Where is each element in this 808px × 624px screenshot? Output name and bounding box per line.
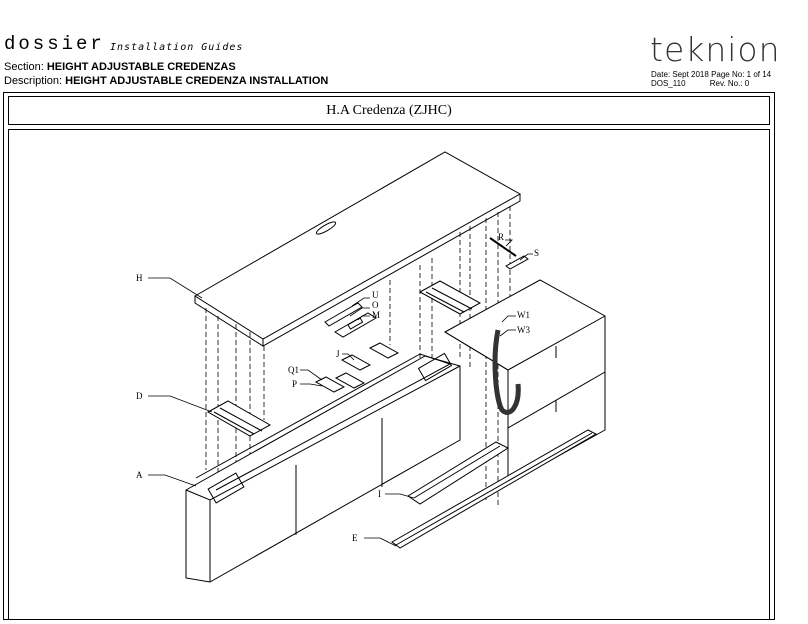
drawing-title-box: H.A Credenza (ZJHC): [8, 96, 770, 125]
callout-e: E: [352, 533, 358, 543]
drawing-area: [8, 129, 770, 619]
revision: Rev. No.: 0: [709, 79, 750, 88]
description-line: Description: HEIGHT ADJUSTABLE CREDENZA …: [4, 75, 328, 87]
drawing-title: H.A Credenza (ZJHC): [326, 102, 452, 118]
cable-chain: [492, 329, 521, 415]
cable-trough: [407, 441, 510, 505]
worksurface-top: [194, 151, 522, 347]
dossier-logo: dossier: [4, 33, 105, 55]
callout-h: H: [136, 273, 143, 283]
section-line: Section: HEIGHT ADJUSTABLE CREDENZAS: [4, 61, 236, 73]
bracket-left: [206, 400, 272, 437]
callout-d: D: [136, 391, 143, 401]
outer-frame: [3, 92, 775, 620]
description-label: Description:: [4, 75, 63, 87]
callout-o: O: [372, 300, 379, 310]
callout-j: J: [336, 349, 340, 359]
section-label: Section:: [4, 61, 44, 73]
callout-w1: W1: [517, 310, 530, 320]
callout-q1: Q1: [288, 365, 299, 375]
doc-date: Date: Sept 2018: [651, 70, 709, 79]
callout-w3: W3: [517, 325, 530, 335]
doc-code: DOS_110: [651, 79, 686, 88]
callout-r: R: [498, 232, 504, 242]
pedestal: [443, 279, 606, 485]
leader-lines: [148, 239, 533, 547]
credenza-body: [185, 352, 461, 583]
teknion-logo: teknion: [650, 30, 781, 69]
meta-row-2: DOS_110 Rev. No.: 0: [651, 79, 749, 88]
callout-m: M: [372, 310, 380, 320]
callout-p: P: [292, 379, 297, 389]
description-value: HEIGHT ADJUSTABLE CREDENZA INSTALLATION: [65, 75, 329, 87]
logo-subtitle: Installation Guides: [110, 42, 244, 53]
callout-s: S: [534, 248, 539, 258]
section-value: HEIGHT ADJUSTABLE CREDENZAS: [46, 61, 236, 73]
page-number: Page No: 1 of 14: [711, 70, 772, 79]
callout-i: I: [378, 489, 381, 499]
small-parts: [314, 237, 529, 393]
base-rail: [391, 429, 598, 549]
callout-a: A: [136, 470, 143, 480]
meta-row-1: Date: Sept 2018 Page No: 1 of 14: [651, 70, 771, 79]
bracket-right: [418, 280, 482, 315]
callout-u: U: [372, 290, 379, 300]
